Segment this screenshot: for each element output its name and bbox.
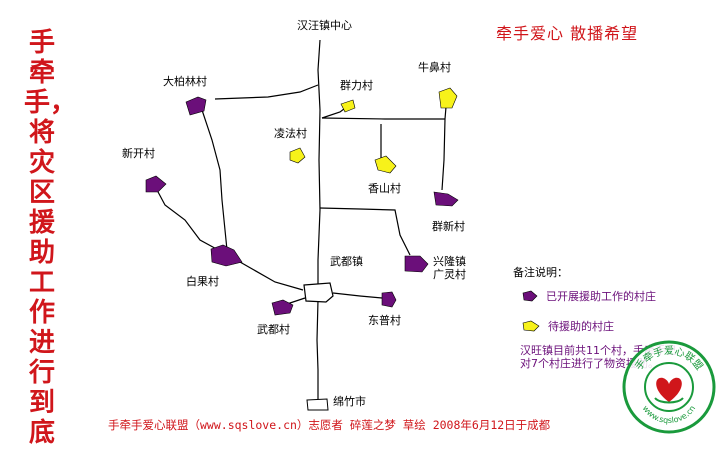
legend-row-started: 已开展援助工作的村庄 <box>522 288 656 304</box>
village-qunli-marker <box>340 99 356 113</box>
legend-title: 备注说明： <box>513 266 568 279</box>
label-guangling: 广灵村 <box>433 268 466 281</box>
road-main-north <box>317 39 321 285</box>
road-east-branch <box>321 117 445 120</box>
road-baiguo-wudu <box>239 261 304 291</box>
mianzhu-marker <box>306 398 329 411</box>
label-niubi: 牛鼻村 <box>418 61 451 74</box>
village-lingfa-marker <box>289 147 306 164</box>
road-wudu-dongpu <box>332 292 383 299</box>
sqslove-seal: 手牵手爱心联盟 www.sqslove.cn <box>622 340 716 434</box>
slogan: 牵手爱心 散播希望 <box>496 24 639 43</box>
road-to-dabailin <box>214 84 319 100</box>
label-xiangshan: 香山村 <box>368 182 401 195</box>
label-hanwang: 汉汪镇中心 <box>297 19 352 32</box>
label-baiguo: 白果村 <box>186 275 219 288</box>
label-xinkai: 新开村 <box>122 147 155 160</box>
road-to-xinkai <box>156 189 223 253</box>
label-dabailin: 大柏林村 <box>163 75 207 88</box>
side-title: 手牵手，将灾区援助工作进行到底 <box>24 28 77 448</box>
village-xiangshan-marker <box>374 155 397 174</box>
label-wudu-village: 武都村 <box>257 323 290 336</box>
legend-started-label: 已开展援助工作的村庄 <box>546 290 656 303</box>
road-to-qunxin <box>441 118 446 191</box>
village-qunxin-marker <box>433 191 459 207</box>
label-mianzhu: 绵竹市 <box>333 395 366 408</box>
legend-waiting-label: 待援助的村庄 <box>548 320 614 333</box>
village-baiguo-marker <box>210 244 243 267</box>
legend-started-swatch <box>522 290 538 302</box>
road-main-south <box>316 299 319 400</box>
label-xinglong: 兴隆镇 <box>433 255 466 268</box>
road-to-xinglong <box>319 207 411 256</box>
legend-row-waiting: 待援助的村庄 <box>522 318 614 334</box>
wudu-town-marker <box>303 282 334 303</box>
village-wudu-marker <box>271 299 294 316</box>
road-to-niubi <box>444 106 447 120</box>
footer-credit: 手牵手爱心联盟（www.sqslove.cn）志愿者 碎莲之梦 草绘 2008年… <box>108 418 551 432</box>
legend-waiting-swatch <box>522 320 540 332</box>
label-dongpu: 东普村 <box>368 314 401 327</box>
label-qunxin: 群新村 <box>432 220 465 233</box>
label-qunli: 群力村 <box>340 79 373 92</box>
village-xinglong-marker <box>404 255 429 273</box>
road-dabailin-baiguo <box>201 109 228 251</box>
village-dongpu-marker <box>381 291 397 308</box>
village-dabailin-marker <box>185 96 207 116</box>
label-lingfa: 凌法村 <box>274 127 307 140</box>
village-niubi-marker <box>438 87 458 109</box>
road-network <box>156 39 447 400</box>
label-wudu-town: 武都镇 <box>330 255 363 268</box>
village-xinkai-marker <box>145 175 167 193</box>
